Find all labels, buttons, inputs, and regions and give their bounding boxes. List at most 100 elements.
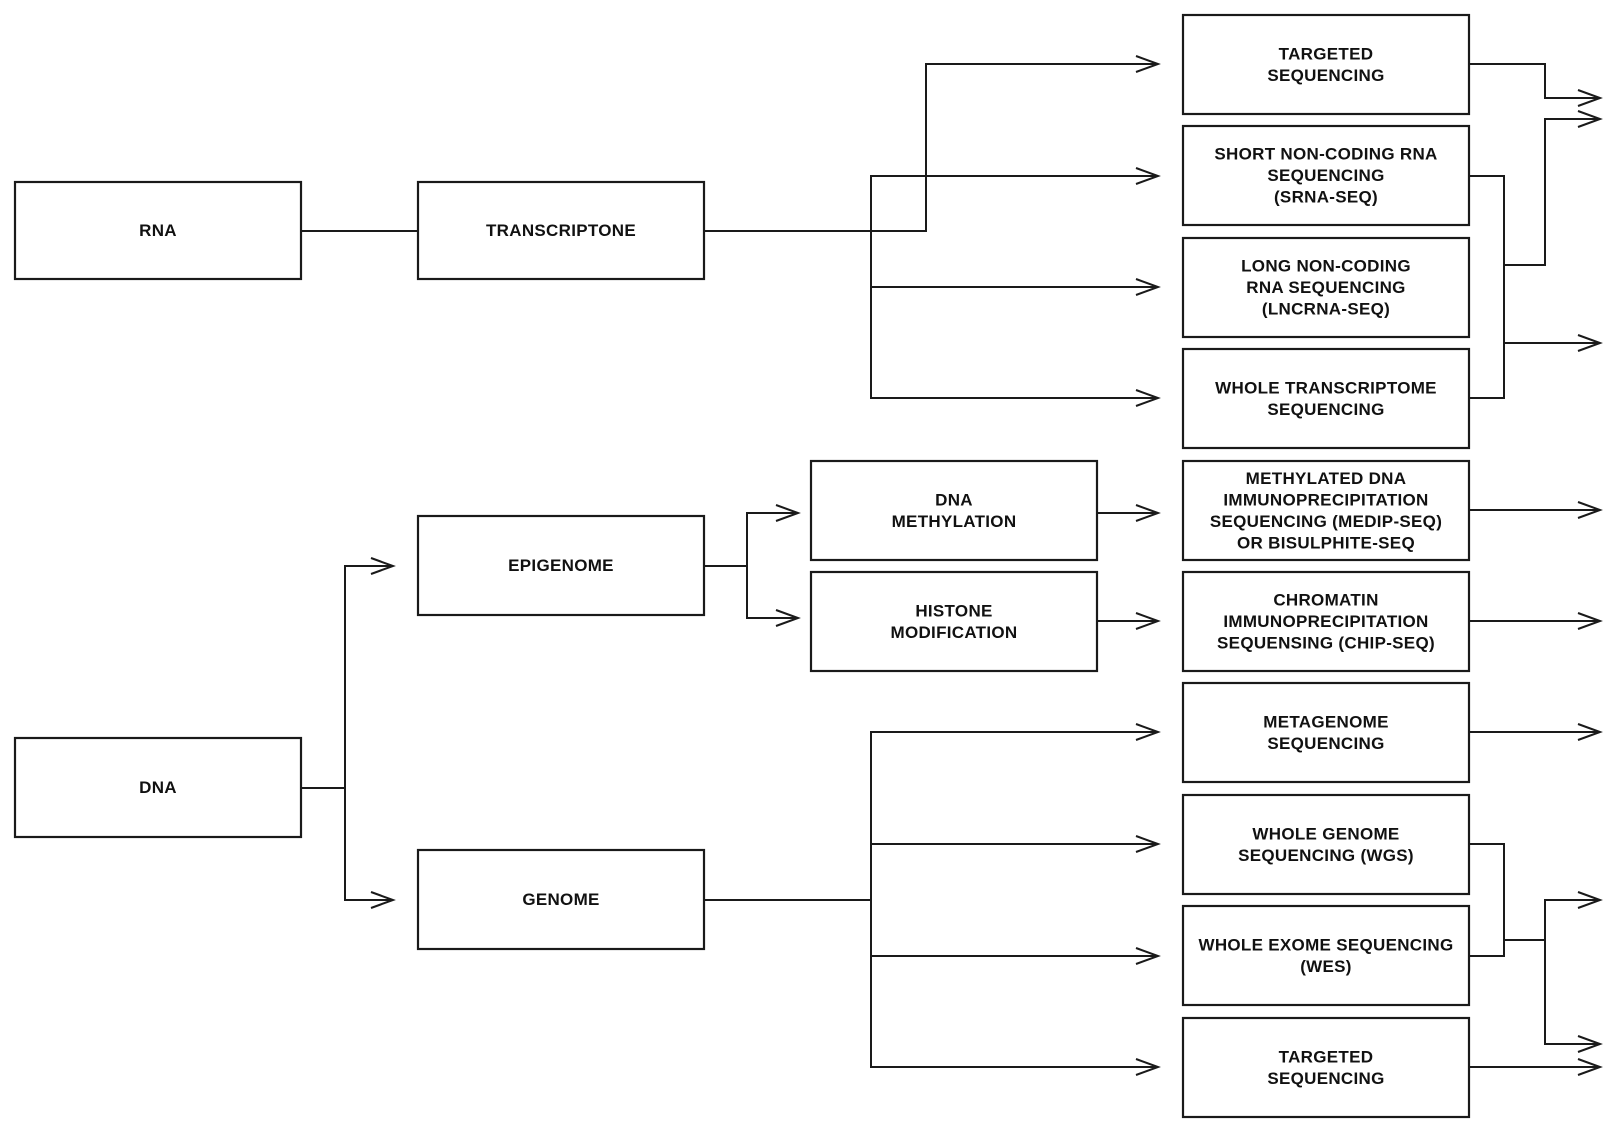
- node-label-line: METHYLATION: [892, 512, 1017, 531]
- node-label-line: GENOME: [522, 890, 599, 909]
- node-label-line: LONG NON-CODING: [1241, 257, 1411, 276]
- arrowhead: [1135, 1058, 1161, 1076]
- edge-wgs-wes-bracket: [1469, 843, 1505, 957]
- node-label-line: SEQUENCING (MEDIP-SEQ): [1210, 512, 1442, 531]
- edge-to-epigenome: [344, 557, 396, 788]
- arrowhead: [775, 504, 801, 522]
- node-wes: WHOLE EXOME SEQUENCING (WES): [1181, 904, 1471, 1007]
- arrowhead: [775, 609, 801, 627]
- edge-bracket-lower-output-dna: [1544, 940, 1603, 1053]
- node-label-line: TARGETED: [1279, 44, 1374, 63]
- node-targeted-rna: TARGETED SEQUENCING: [1181, 13, 1471, 116]
- arrowhead: [1577, 501, 1603, 519]
- connectors-layer: [301, 55, 1603, 1076]
- arrowhead: [1135, 389, 1161, 407]
- node-label-line: SEQUENCING: [1267, 166, 1384, 185]
- arrowhead: [1135, 723, 1161, 741]
- node-chip: CHROMATIN IMMUNOPRECIPITATION SEQUENSING (…: [1181, 570, 1471, 673]
- node-label-line: IMMUNOPRECIPITATION: [1223, 490, 1428, 509]
- edge-to-targeted-rna: [871, 55, 1161, 232]
- node-medip: METHYLATED DNA IMMUNOPRECIPITATION SEQUENC…: [1181, 459, 1471, 562]
- node-label-line: SEQUENCING: [1267, 1069, 1384, 1088]
- arrowhead: [1577, 1058, 1603, 1076]
- arrowhead: [1135, 612, 1161, 630]
- arrowhead: [1135, 278, 1161, 296]
- edge-bracket-upper-output-dna: [1544, 891, 1603, 940]
- edge-bracket-upper-output: [1504, 110, 1603, 266]
- node-genome: GENOME: [416, 848, 706, 951]
- node-label-line: WHOLE TRANSCRIPTOME: [1215, 378, 1437, 397]
- node-label-line: WHOLE GENOME: [1252, 824, 1399, 843]
- edge-to-dna-methylation: [746, 504, 801, 566]
- node-label-line: METHYLATED DNA: [1246, 469, 1407, 488]
- edge-to-targeted-dna: [870, 956, 1161, 1076]
- node-label-line: HISTONE: [915, 601, 992, 620]
- arrowhead: [1135, 504, 1161, 522]
- edge-histone-to-chip: [1097, 612, 1161, 630]
- node-label-line: CHROMATIN: [1273, 591, 1378, 610]
- node-whole-transcriptome: WHOLE TRANSCRIPTOME SEQUENCING: [1181, 347, 1471, 450]
- node-label-line: MODIFICATION: [891, 623, 1018, 642]
- node-label-line: TARGETED: [1279, 1047, 1374, 1066]
- arrowhead: [1577, 723, 1603, 741]
- node-label-line: SHORT NON-CODING RNA: [1214, 145, 1437, 164]
- node-label-line: TRANSCRIPTONE: [486, 221, 636, 240]
- edge-to-lncrna: [870, 231, 1161, 296]
- node-label-line: SEQUENSING (CHIP-SEQ): [1217, 634, 1435, 653]
- edge-to-histone: [746, 566, 801, 627]
- node-label-line: WHOLE EXOME SEQUENCING: [1198, 935, 1453, 954]
- node-label-line: (LNCRNA-SEQ): [1262, 300, 1390, 319]
- edge-to-srna: [870, 167, 1161, 231]
- node-dna: DNA: [13, 736, 303, 839]
- edge-methylation-to-medip: [1097, 504, 1161, 522]
- edge-metagenome-output: [1469, 723, 1603, 741]
- node-label-line: SEQUENCING: [1267, 400, 1384, 419]
- edge-targeted-rna-output: [1469, 63, 1603, 107]
- arrowhead: [1577, 1035, 1603, 1053]
- node-dna-methylation: DNA METHYLATION: [809, 459, 1099, 562]
- node-label-line: RNA: [139, 221, 177, 240]
- node-transcriptome: TRANSCRIPTONE: [416, 180, 706, 281]
- node-label-line: RNA SEQUENCING: [1246, 278, 1405, 297]
- arrowhead: [1135, 835, 1161, 853]
- edge-to-wgs: [870, 835, 1161, 900]
- node-srna: SHORT NON-CODING RNA SEQUENCING (SRNA-SEQ): [1181, 124, 1471, 227]
- arrowhead: [370, 891, 396, 909]
- edge-to-metagenome: [870, 723, 1161, 900]
- arrowhead: [1577, 110, 1603, 128]
- node-lncrna: LONG NON-CODING RNA SEQUENCING (LNCRNA-SEQ…: [1181, 236, 1471, 339]
- edge-to-whole-transcriptome: [870, 287, 1161, 407]
- node-label-line: EPIGENOME: [508, 556, 614, 575]
- arrowhead: [1577, 89, 1603, 107]
- edge-bracket-lower-output: [1504, 334, 1603, 352]
- node-wgs: WHOLE GENOME SEQUENCING (WGS): [1181, 793, 1471, 896]
- node-histone: HISTONE MODIFICATION: [809, 570, 1099, 673]
- node-label-line: DNA: [935, 490, 973, 509]
- node-metagenome: METAGENOME SEQUENCING: [1181, 681, 1471, 784]
- arrowhead: [1135, 55, 1161, 73]
- node-label-line: METAGENOME: [1263, 712, 1388, 731]
- arrowhead: [1135, 167, 1161, 185]
- edge-chip-output: [1469, 612, 1603, 630]
- node-label-line: SEQUENCING: [1267, 734, 1384, 753]
- node-label-line: SEQUENCING (WGS): [1238, 846, 1414, 865]
- node-label-line: OR BISULPHITE-SEQ: [1237, 533, 1415, 552]
- arrowhead: [1577, 612, 1603, 630]
- arrowhead: [370, 557, 396, 575]
- node-label-line: (SRNA-SEQ): [1274, 188, 1378, 207]
- edge-srna-wts-bracket: [1469, 175, 1505, 399]
- edge-to-wes: [870, 900, 1161, 965]
- edge-targeted-dna-output: [1469, 1058, 1603, 1076]
- node-label-line: DNA: [139, 778, 177, 797]
- node-label-line: (WES): [1300, 957, 1352, 976]
- arrowhead: [1577, 334, 1603, 352]
- node-label-line: IMMUNOPRECIPITATION: [1223, 612, 1428, 631]
- node-rna: RNA: [13, 180, 303, 281]
- arrowhead: [1135, 947, 1161, 965]
- edge-to-genome: [344, 788, 396, 909]
- edge-medip-output: [1469, 501, 1603, 519]
- node-label-line: SEQUENCING: [1267, 66, 1384, 85]
- node-targeted-dna: TARGETED SEQUENCING: [1181, 1016, 1471, 1119]
